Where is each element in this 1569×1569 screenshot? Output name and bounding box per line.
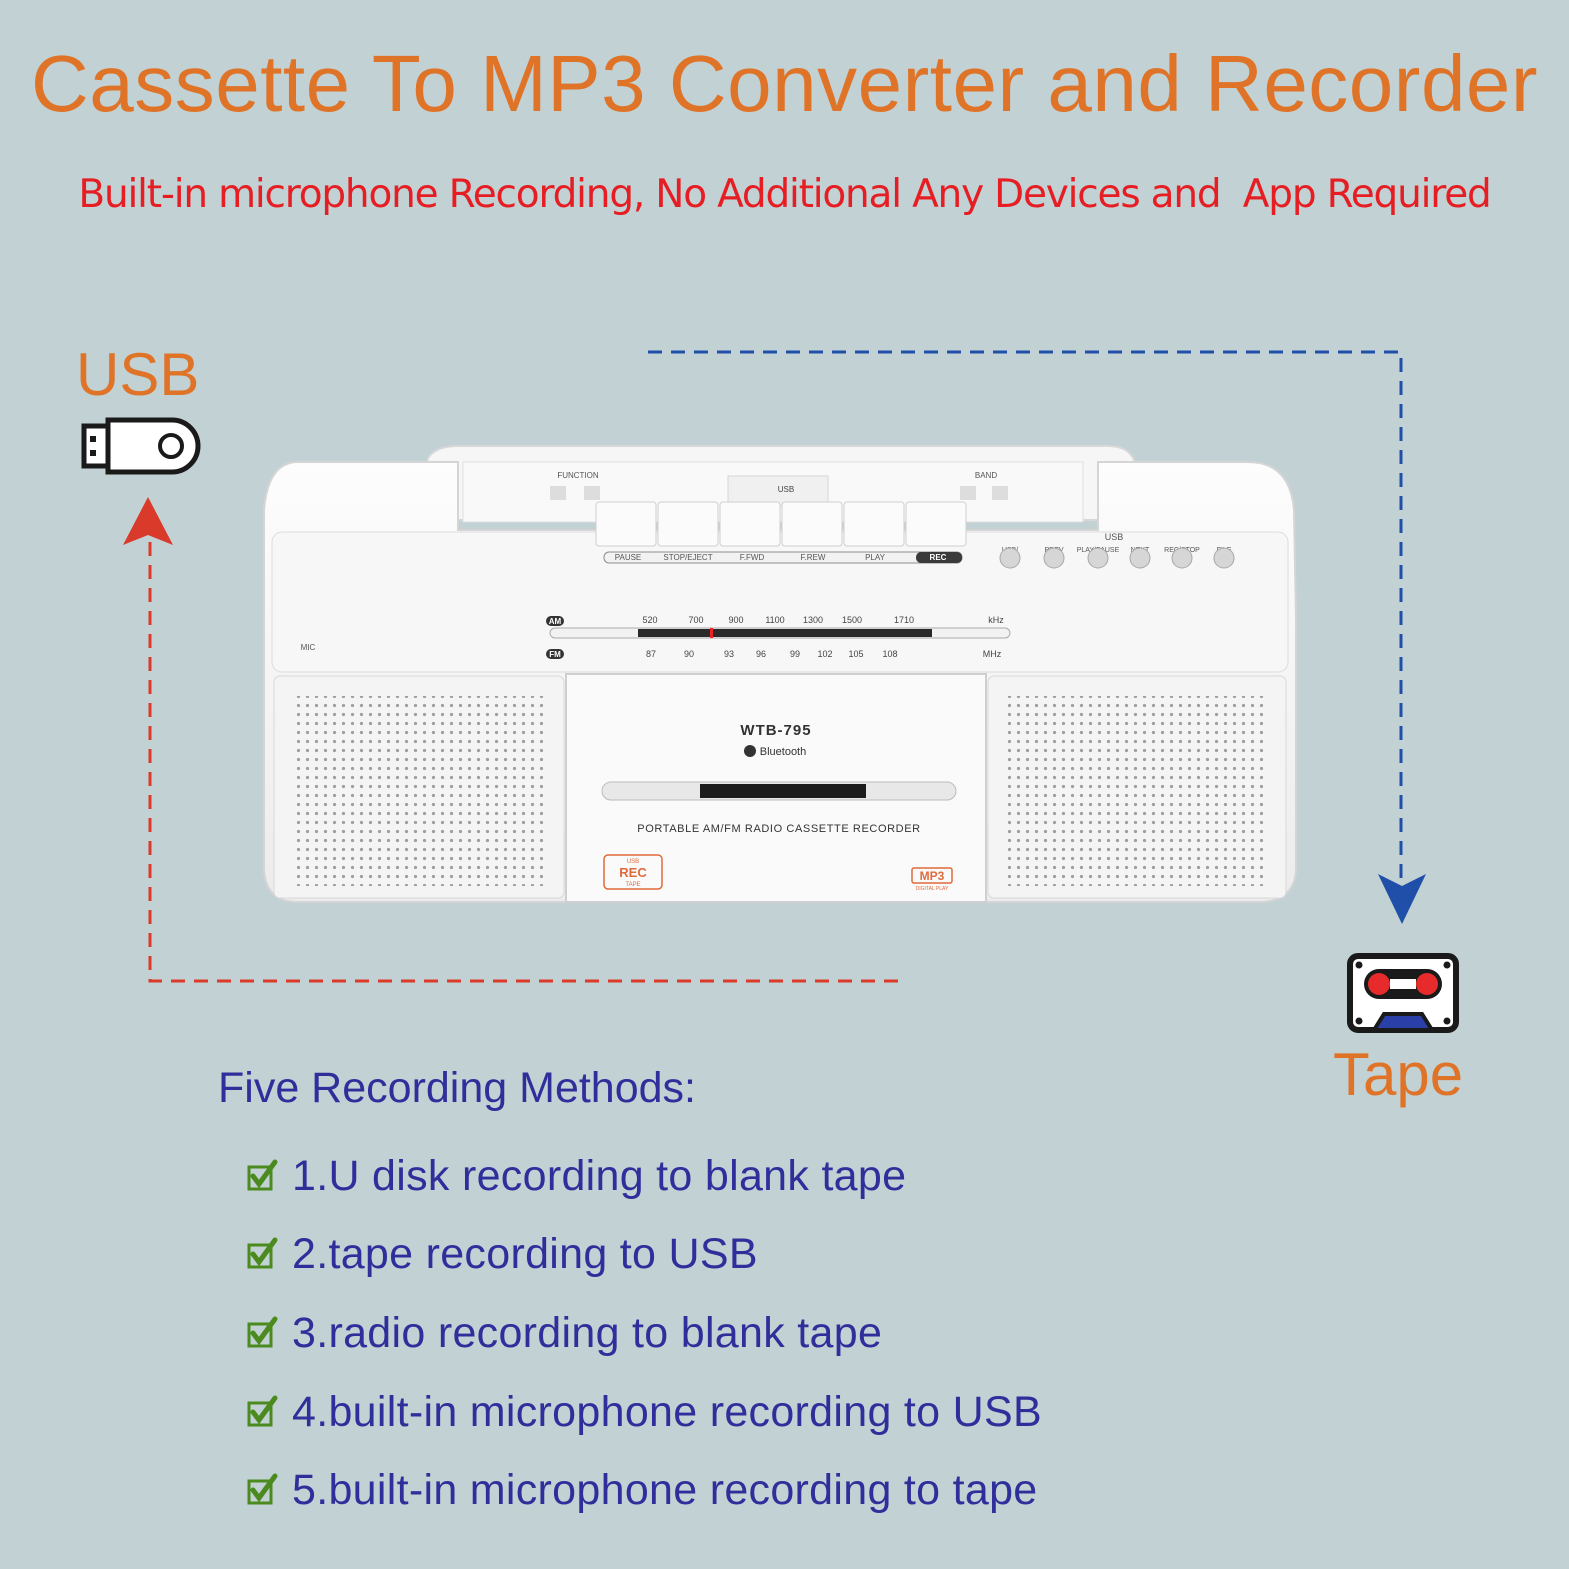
fm-label: FM <box>549 650 561 659</box>
cassette-recorder-device: FUNCTION BAND USB PAUSE STOP/EJECT F.FWD… <box>263 445 1297 903</box>
am-unit: kHz <box>988 615 1004 625</box>
red-arrowhead <box>123 497 173 545</box>
method-text: 2.tape recording to USB <box>292 1229 758 1278</box>
am-freq-5: 1500 <box>842 615 862 625</box>
list-item: 4.built-in microphone recording to USB <box>246 1382 1042 1442</box>
fm-freq-4: 99 <box>790 649 800 659</box>
fm-freq-2: 93 <box>724 649 734 659</box>
usb-drive-icon <box>81 417 201 475</box>
device-bluetooth: Bluetooth <box>760 746 806 758</box>
deck-label-frew: F.REW <box>801 553 826 562</box>
fm-freq-3: 96 <box>756 649 766 659</box>
am-freq-1: 700 <box>688 615 703 625</box>
fm-freq-5: 102 <box>817 649 832 659</box>
method-text: 5.built-in microphone recording to tape <box>292 1465 1038 1514</box>
am-freq-4: 1300 <box>803 615 823 625</box>
fm-freq-6: 105 <box>848 649 863 659</box>
list-item: 5.built-in microphone recording to tape <box>246 1460 1038 1520</box>
usb-label: USB <box>76 341 200 408</box>
tape-label: Tape <box>1333 1041 1464 1108</box>
rec-badge: REC <box>619 865 647 880</box>
am-freq-6: 1710 <box>894 615 914 625</box>
checkmark-icon <box>247 1237 278 1269</box>
list-item: 1.U disk recording to blank tape <box>246 1146 906 1206</box>
list-item: 3.radio recording to blank tape <box>246 1303 882 1363</box>
method-text: 4.built-in microphone recording to USB <box>292 1387 1042 1436</box>
fm-unit: MHz <box>983 649 1002 659</box>
deck-label-pause: PAUSE <box>615 553 642 562</box>
methods-title: Five Recording Methods: <box>218 1064 696 1112</box>
deck-label-stop: STOP/EJECT <box>663 553 712 562</box>
mic-label: MIC <box>301 643 316 652</box>
deck-buttons <box>595 501 967 547</box>
am-freq-0: 520 <box>642 615 657 625</box>
list-item: 2.tape recording to USB <box>246 1224 758 1284</box>
mp3-sub: DIGITAL PLAY <box>916 886 949 892</box>
checkmark-icon <box>247 1159 278 1191</box>
checkmark-icon <box>247 1395 278 1427</box>
page-subtitle: Built-in microphone Recording, No Additi… <box>78 172 1491 217</box>
deck-label-rec: REC <box>930 553 947 562</box>
deck-label-ffwd: F.FWD <box>740 553 765 562</box>
method-text: 3.radio recording to blank tape <box>292 1308 883 1357</box>
cassette-tape-icon <box>1347 953 1459 1033</box>
rec-badge-bottom: TAPE <box>625 882 640 888</box>
device-model: WTB-795 <box>740 722 811 739</box>
fm-freq-0: 87 <box>646 649 656 659</box>
deck-label-play: PLAY <box>865 553 886 562</box>
am-freq-3: 1100 <box>765 615 784 625</box>
blue-arrowhead <box>1378 874 1426 924</box>
am-label: AM <box>549 617 562 626</box>
fm-freq-1: 90 <box>684 649 694 659</box>
method-text: 1.U disk recording to blank tape <box>292 1151 907 1200</box>
checkmark-icon <box>247 1316 278 1348</box>
checkmark-icon <box>247 1473 278 1505</box>
page-title: Cassette To MP3 Converter and Recorder <box>30 39 1539 128</box>
fm-freq-7: 108 <box>882 649 897 659</box>
usb-section-label: USB <box>1105 532 1124 542</box>
band-label: BAND <box>975 471 997 480</box>
device-description: PORTABLE AM/FM RADIO CASSETTE RECORDER <box>637 823 920 835</box>
mp3-badge: MP3 <box>920 869 945 883</box>
function-label: FUNCTION <box>557 471 599 480</box>
am-freq-2: 900 <box>728 615 743 625</box>
usb-port-label: USB <box>778 485 794 494</box>
rec-badge-top: USB <box>627 859 639 865</box>
